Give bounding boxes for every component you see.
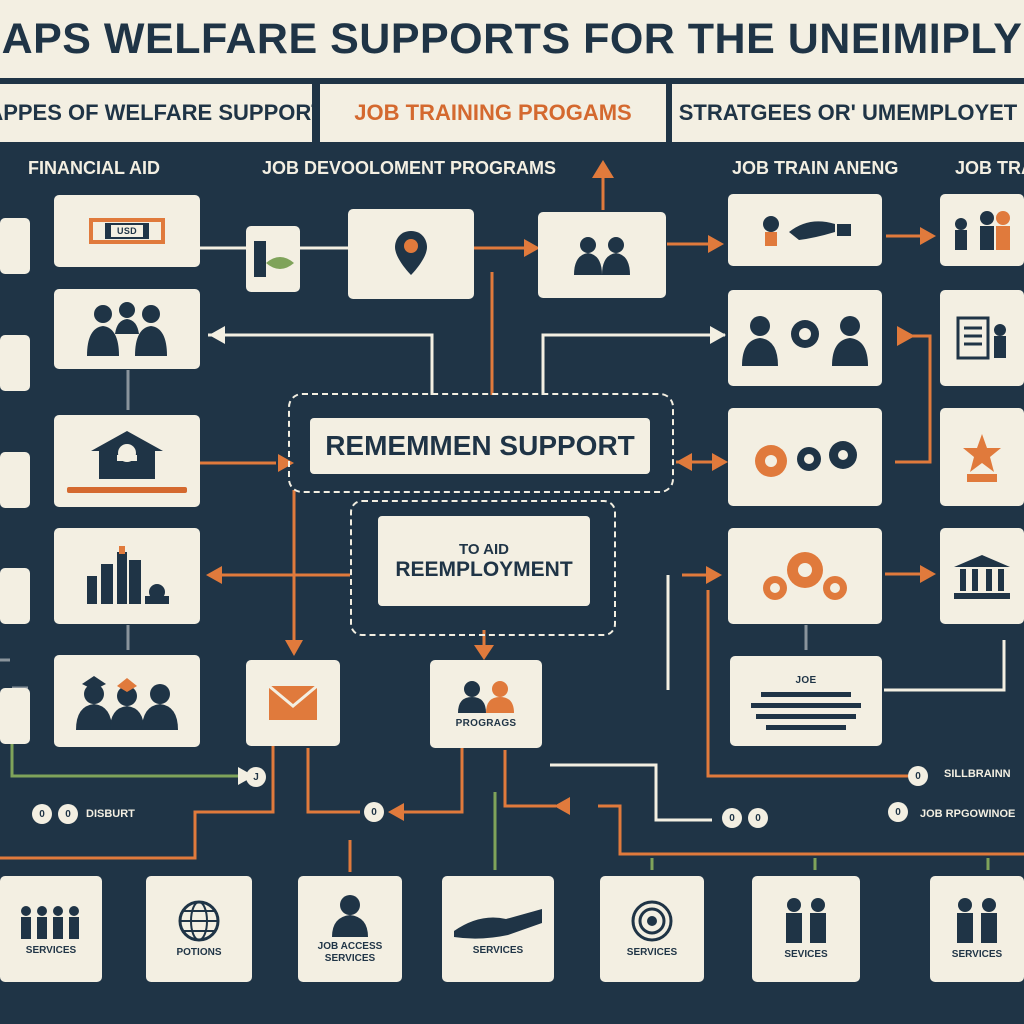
bottom-box-services-4: SERVICES	[442, 876, 554, 982]
marker-circle: 0	[908, 766, 928, 786]
partial-box-1	[0, 218, 30, 274]
map-pin-icon	[395, 231, 427, 275]
money-box: USD	[54, 195, 200, 267]
page-title: APS WELFARE SUPPORTS FOR THE UNEIMIPLY	[1, 14, 1023, 63]
envelope-box	[246, 660, 340, 746]
bank-box	[940, 528, 1024, 624]
people-icon	[87, 302, 167, 356]
label-job-training: JOB TRAIN ANENG	[732, 158, 899, 178]
target-icon	[631, 900, 673, 942]
team-top-box	[538, 212, 666, 298]
center-main-label: REMEMMEN SUPPORT	[325, 430, 635, 461]
footer-label-right-bottom: JOB RPGOWINOE	[920, 808, 1016, 820]
consult-label: PROGRAGS	[455, 717, 517, 729]
house-box	[54, 415, 200, 507]
award-box	[940, 408, 1024, 506]
partial-box-5	[0, 688, 30, 744]
graduates-icon	[76, 676, 178, 730]
title-banner: APS WELFARE SUPPORTS FOR THE UNEIMIPLY	[0, 0, 1024, 78]
gears-icon	[755, 441, 857, 477]
people-left-box	[54, 289, 200, 369]
handshake-icon	[763, 216, 851, 246]
bottom-label-1: SERVICES	[25, 945, 77, 956]
text-box: JOE	[730, 656, 882, 746]
label-job-development: JOB DEVOOLOMENT PROGRAMS	[262, 158, 557, 178]
bank-icon	[954, 555, 1010, 599]
people-gear-box	[728, 290, 882, 386]
envelope-icon	[268, 684, 318, 720]
handshake-icon	[254, 241, 294, 277]
center-dashed-outline	[288, 393, 674, 493]
marker-circle: 0	[888, 802, 908, 822]
family-icon	[955, 211, 1010, 250]
marker-circle: 0	[58, 804, 78, 824]
marker-circle: 0	[364, 802, 384, 822]
partial-box-4	[0, 568, 30, 624]
footer-label-right-top: SILLBRAINN	[944, 768, 1011, 780]
center-main-box: REMEMMEN SUPPORT	[310, 418, 650, 474]
marker-circle: 0	[32, 804, 52, 824]
bottom-label-2: POTIONS	[176, 947, 222, 958]
clipboard-box	[940, 290, 1024, 386]
bottom-box-potions: POTIONS	[146, 876, 252, 982]
header-job-training: JOB TRAINING PROGAMS	[320, 84, 666, 142]
factory-box	[54, 528, 200, 624]
reemployment-box: TO AID REEMPLOYMENT	[378, 516, 590, 606]
handshake-box	[728, 194, 882, 266]
group-icon	[21, 906, 79, 939]
person-icon	[332, 895, 368, 937]
bottom-box-job-access: JOB ACCESS SERVICES	[298, 876, 402, 982]
reemployment-line1: TO AID	[458, 540, 509, 558]
bottom-box-services-6: SEVICES	[752, 876, 860, 982]
gears-orange-box	[728, 528, 882, 624]
sub-dashed-outline	[350, 500, 616, 636]
factory-icon	[87, 546, 169, 604]
label-job-training-short: JOB TRAI	[955, 158, 1024, 178]
marker-circle: 0	[748, 808, 768, 828]
partial-box-2	[0, 335, 30, 391]
clipboard-icon	[956, 316, 1006, 360]
header-welfare-support: APPES OF WELFARE SUPPORT	[0, 84, 312, 142]
marker-circle: J	[246, 767, 266, 787]
award-icon	[963, 434, 1001, 482]
globe-icon	[178, 900, 220, 942]
marker-circle: 0	[722, 808, 742, 828]
text-box-label: JOE	[795, 674, 817, 686]
partial-box-3	[0, 452, 30, 508]
handshake-small-box	[246, 226, 300, 292]
handshake-icon	[454, 909, 542, 939]
bottom-label-5: SERVICES	[626, 947, 678, 958]
bottom-label-3: JOB ACCESS SERVICES	[317, 941, 383, 964]
header-strategies: STRATGEES OR' UMEMPLOYET	[672, 84, 1024, 142]
family-box	[940, 194, 1024, 266]
bottom-box-services-1: SERVICES	[0, 876, 102, 982]
people-gear-icon	[742, 316, 868, 366]
label-financial-aid: FINANCIAL AID	[28, 158, 160, 178]
reemployment-line2: REEMPLOYMENT	[395, 557, 573, 581]
money-label: USD	[117, 226, 137, 236]
footer-label-left: DISBURT	[86, 808, 135, 820]
map-pin-box	[348, 209, 474, 299]
header-welfare-support-label: APPES OF WELFARE SUPPORT	[0, 100, 312, 125]
bottom-label-7: SERVICES	[951, 949, 1003, 960]
bottom-label-4: SERVICES	[472, 945, 524, 956]
pair-icon	[957, 898, 997, 943]
money-icon	[89, 218, 165, 244]
consult-box: PROGRAGS	[430, 660, 542, 748]
bottom-box-services-5: SERVICES	[600, 876, 704, 982]
header-job-training-label: JOB TRAINING PROGAMS	[354, 100, 632, 125]
bottom-box-services-7: SERVICES	[930, 876, 1024, 982]
bottom-label-6: SEVICES	[784, 949, 828, 960]
consult-icon	[458, 680, 514, 713]
house-icon	[91, 431, 163, 479]
people-icon	[574, 237, 630, 275]
pair-icon	[786, 898, 826, 943]
header-strategies-label: STRATGEES OR' UMEMPLOYET	[678, 100, 1018, 125]
graduates-box	[54, 655, 200, 747]
gears-icon	[763, 552, 847, 600]
gears-box	[728, 408, 882, 506]
